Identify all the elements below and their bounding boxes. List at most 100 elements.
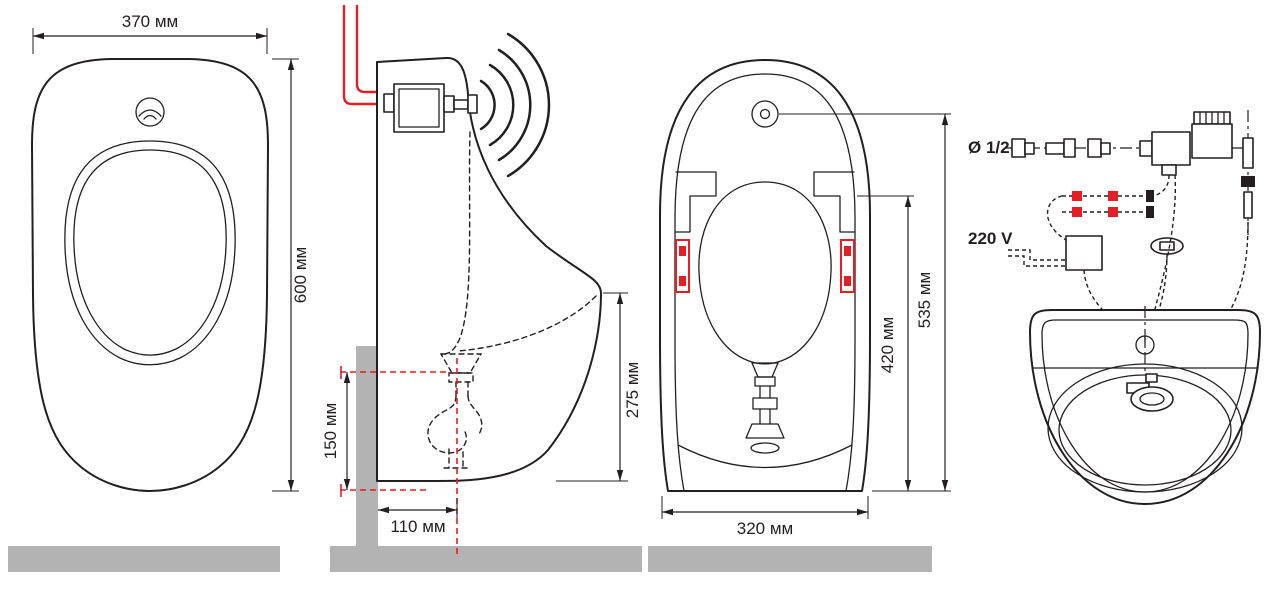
rear-bowl-outline [698,181,832,365]
right-mount-bracket [840,239,855,293]
wall-bar [356,346,378,572]
hose-piece [1045,142,1065,155]
funnel [439,353,483,374]
drain-pipe-1 [759,385,771,399]
urinal-body-outline [31,58,269,492]
spray-hole [135,97,165,127]
sensor-right-stub [443,95,455,113]
dim-label-275: 275 мм [623,362,642,418]
dim-label-320: 320 мм [737,519,793,538]
route-transformer-to-bowl [1083,269,1133,337]
dim-label-width: 370 мм [122,12,178,31]
wire-to-transformer [1047,195,1067,241]
bowl-inner-ellipse [1058,374,1232,486]
ext-lines [556,292,628,482]
voltage-label: 220 V [968,229,1013,248]
dimension-320: 320 мм [661,496,869,538]
plug-end [1146,206,1154,218]
spray-hole-detail [138,109,162,117]
flush-pipe-connector [1241,176,1255,187]
inlet-hole-inner [759,108,771,120]
dimension-110: 110 мм [378,498,458,536]
trap-nut [448,372,474,383]
red-connector [1108,191,1118,201]
fitting-nipple [1100,142,1111,155]
sensor-box-inner [398,88,440,128]
supply-pipe-2 [355,4,396,94]
floor-bar [8,546,280,572]
eye-inner [1159,241,1175,251]
bowl-rim-inner [73,149,227,356]
ext-lines [32,28,268,54]
dim-label-535: 535 мм [915,272,934,328]
trap-outlet [443,448,469,469]
left-mount-bracket [675,239,690,293]
connector-rows [1047,174,1170,241]
dim-label-110: 110 мм [390,517,445,536]
red-connector [1072,191,1082,201]
red-connector [1072,207,1082,217]
ext-lines [272,58,299,492]
bowl-back-hidden [444,131,471,355]
drain-outlet-ellipse [750,442,780,454]
dimension-150: 150 мм [321,372,351,490]
dimension-height-600: 600 мм [272,58,310,492]
side-view: 150 мм 110 мм 275 мм [321,4,642,572]
drain-nut-1 [754,376,776,387]
dim-label-150: 150 мм [321,403,340,459]
bracket-pin [844,276,851,286]
sensor-eye-part [1150,237,1184,255]
dimension-width-370: 370 мм [32,12,268,54]
dimension-275: 275 мм [556,292,642,482]
valve-body [1151,131,1191,166]
sensor-assembly [383,83,478,133]
ext-lines [661,496,869,519]
valve-inlet [1139,140,1153,157]
hose-fittings [1011,138,1111,158]
wave-arc-4 [506,32,551,178]
shell-bottom-curve [677,444,853,469]
wire-2 [1008,255,1066,267]
valve-outlet [1161,164,1177,176]
rear-body-outline [659,59,871,492]
trap-bend-inner [467,395,483,435]
inlet-hole-outer [751,100,779,128]
solenoid-coil [1191,123,1233,159]
fitting-nut [1087,138,1102,158]
bowl-rim-hidden [457,295,597,352]
pipe-diameter-label: Ø 1/2 [968,138,1010,157]
ext-lines [779,113,951,492]
rear-section-view: 535 мм 420 мм 320 мм [648,59,951,572]
front-view: 370 мм 600 мм [8,12,310,572]
bracket-pin [679,246,686,256]
dimension-420: 420 мм [857,195,914,491]
left-mount-ledge [675,171,717,233]
sensor-box [393,83,445,133]
dimension-535: 535 мм [779,113,951,492]
drain-fitting-small [1145,373,1158,383]
siphon-dome [1130,386,1174,412]
sensor-left-stub [383,93,395,113]
bowl-rim-outer [64,140,236,366]
fitting-nut [1063,138,1076,158]
solenoid-cap-ribs [1199,111,1225,125]
siphon-dome-inner [1139,392,1165,406]
drain-nut-2 [752,397,778,410]
sensor-nipple [453,99,469,110]
wire-valve-to-connector [1153,174,1170,197]
dim-label-height: 600 мм [291,247,310,303]
installation-schematic: Ø 1/2 220 V [968,110,1261,505]
urinal-side-profile [376,56,602,483]
route-valve-to-bowl [1147,174,1177,336]
top-drain-fittings [1126,373,1174,412]
bracket-pin [844,246,851,256]
red-connector [1108,207,1118,217]
wave-arc-3 [497,48,532,162]
urinal-top-view [1029,306,1261,505]
trap-pipe [455,381,469,397]
spray-hole-detail-2 [143,114,157,120]
supply-pipe-1 [342,4,396,106]
fitting-nipple [1024,142,1035,155]
